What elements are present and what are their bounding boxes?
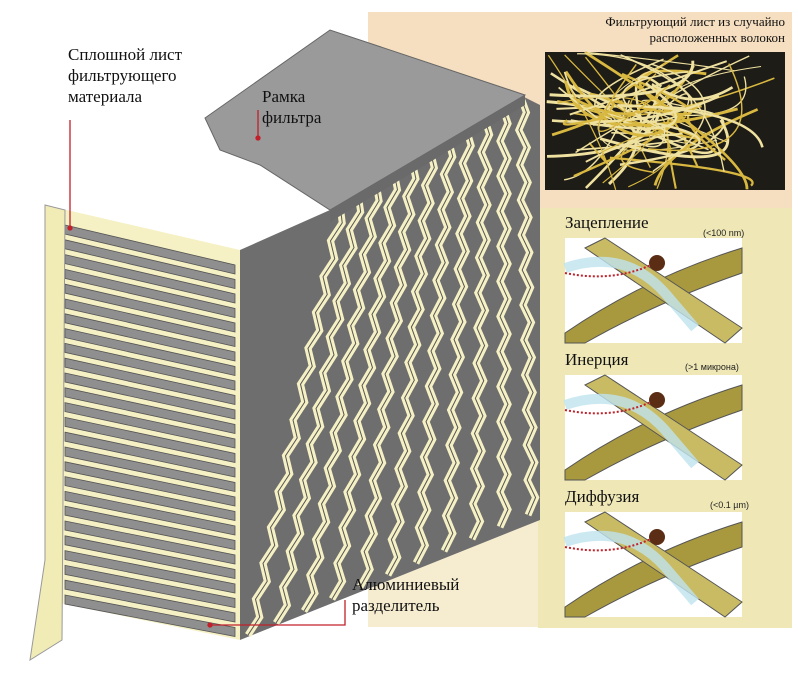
front-pleat: [64, 416, 236, 463]
mechanism-size-inertia: (>1 микрона): [685, 362, 739, 372]
fiber: [562, 116, 607, 126]
front-pleat: [64, 505, 236, 550]
front-pleat: [64, 579, 236, 623]
fiber: [563, 71, 581, 99]
fiber-sheet-label: Фильтрующий лист из случайно расположенн…: [500, 14, 785, 46]
fiber: [599, 119, 730, 159]
label-line: Рамка: [262, 87, 306, 106]
front-pleat: [64, 313, 236, 362]
front-pleat: [64, 535, 236, 579]
front-pleat: [64, 476, 236, 521]
separator-outline: [471, 116, 491, 540]
fiber: [597, 64, 671, 133]
fiber: [547, 54, 617, 190]
particle-path: [564, 399, 656, 415]
separator-outline: [331, 171, 399, 600]
airflow-arrow: [563, 393, 699, 469]
fiber: [569, 60, 728, 116]
fiber-strand: [564, 384, 743, 481]
front-pleat: [64, 490, 236, 536]
separator-outline: [275, 193, 362, 624]
fiber: [584, 51, 749, 190]
particle-path: [564, 536, 656, 552]
separator-outline: [247, 204, 343, 636]
fiber-strands: [546, 51, 775, 190]
mechanism-size-diffusion: (<0.1 µm): [710, 500, 749, 510]
front-pleat: [64, 446, 236, 492]
front-pleat: [64, 298, 236, 348]
front-pleat: [64, 387, 236, 434]
front-pleat: [64, 431, 236, 478]
mechanism-title-diffusion: Диффузия: [565, 487, 640, 506]
separator-outline: [518, 94, 537, 516]
fiber: [570, 82, 678, 130]
particle-path: [564, 262, 656, 278]
separator-outline: [387, 149, 435, 576]
fiber: [564, 70, 693, 137]
front-pleats: [64, 224, 236, 637]
mechanism-size-interception: (<100 nm): [703, 228, 745, 238]
front-pleat: [64, 594, 236, 637]
separator-label: Алюминиевый разделитель: [352, 574, 459, 616]
fiber: [564, 54, 626, 112]
airflow-arrow: [563, 256, 699, 332]
fiber: [584, 51, 735, 72]
fiber: [653, 108, 759, 186]
fiber: [619, 122, 701, 166]
fiber: [577, 53, 725, 173]
front-pleat: [64, 461, 236, 507]
particle: [649, 529, 665, 545]
front-pleat: [64, 402, 236, 449]
label-line: Алюминиевый: [352, 575, 460, 594]
separator-outline: [359, 160, 417, 588]
fiber: [617, 104, 764, 148]
separator-outline: [415, 138, 454, 564]
fiber: [585, 132, 683, 163]
label-line: материала: [68, 87, 143, 106]
front-pleat: [64, 564, 236, 608]
filter-frame-edge: [330, 95, 525, 222]
leader-lines: [67, 110, 346, 628]
fiber: [549, 60, 695, 98]
solid-media-sheet: [29, 204, 66, 661]
separator-outline: [499, 105, 509, 528]
fiber: [665, 118, 699, 189]
front-pleat: [64, 520, 236, 565]
front-pleat: [64, 357, 236, 405]
mechanism-title-inertia: Инерция: [565, 350, 629, 369]
label-line: фильтра: [262, 108, 322, 127]
fiber-strand: [564, 247, 743, 344]
front-pleat: [64, 550, 236, 594]
mechanism-illustrations: [563, 237, 743, 618]
mechanism-title-interception: Зацепление: [565, 213, 649, 232]
solid-sheet-label: Сплошной лист фильтрующего материала: [68, 44, 182, 107]
label-line: разделитель: [352, 596, 440, 615]
fiber: [647, 63, 743, 152]
label-line: фильтрующего: [68, 66, 177, 85]
airflow-arrow: [563, 530, 699, 606]
front-pleat: [64, 328, 236, 376]
fiber: [551, 94, 720, 124]
label-line: Фильтрующий лист из случайно: [605, 14, 785, 29]
frame-label: Рамка фильтра: [262, 86, 321, 128]
separator-outline: [443, 127, 472, 552]
separator-outline: [303, 182, 380, 612]
front-pleat: [64, 372, 236, 420]
aluminium-separators: [245, 93, 540, 637]
particle: [649, 392, 665, 408]
fiber-strand: [564, 521, 743, 618]
particle: [649, 255, 665, 271]
label-line: расположенных волокон: [649, 30, 785, 45]
front-pleat: [64, 283, 236, 333]
fiber: [602, 134, 651, 184]
label-line: Сплошной лист: [68, 45, 183, 64]
front-pleat: [64, 342, 236, 391]
